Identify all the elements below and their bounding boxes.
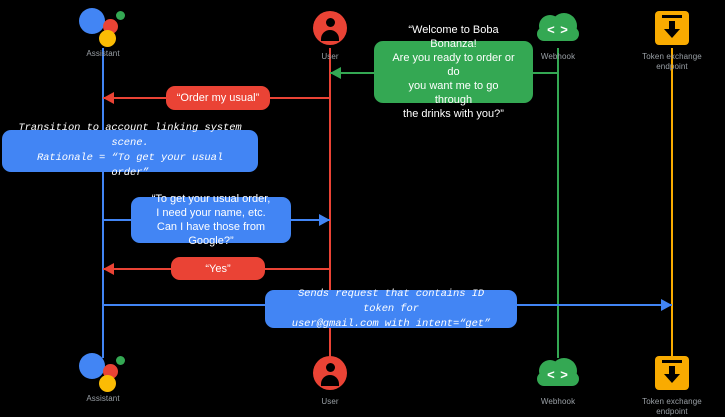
message-order-my-usual-line1: “Order my usual” [176, 92, 260, 104]
note-transition-line2: Rationale = “To get your usual order” [36, 152, 224, 179]
assistant-icon-wrap [43, 4, 163, 47]
actor-label-assistant: Assistant [86, 394, 120, 403]
note-transition-line1: Transition to account linking system sce… [18, 122, 242, 149]
message-welcome-line4: the drinks with you?” [403, 108, 504, 120]
webhook-icon-wrap-bottom: < > [498, 352, 618, 394]
actor-assistant-top: Assistant [43, 4, 163, 59]
lifeline-assistant [102, 48, 104, 358]
assistant-dots-icon [79, 350, 127, 392]
message-need-your-name: “To get your usual order, I need your na… [131, 193, 291, 247]
actor-token-top: Token exchange endpoint [612, 7, 725, 72]
message-need-your-name-line1: “To get your usual order, [151, 193, 271, 205]
arrowhead-right-icon [319, 214, 330, 226]
user-avatar-icon [313, 11, 347, 45]
webhook-icon-wrap: < > [498, 7, 618, 49]
message-welcome-line1: “Welcome to Boba Bonanza! [408, 24, 499, 50]
message-welcome-line2: Are you ready to order or do [392, 52, 515, 78]
assistant-dots-icon [79, 5, 127, 47]
user-icon-wrap-bottom [270, 352, 390, 394]
message-sends-request-line1: Sends request that contains ID token for [297, 287, 485, 315]
token-icon-wrap-bottom [612, 352, 725, 394]
token-icon-wrap [612, 7, 725, 49]
assistant-icon-wrap-bottom [43, 349, 163, 392]
user-avatar-icon [313, 356, 347, 390]
actor-label-user: User [321, 52, 339, 61]
user-icon-wrap [270, 7, 390, 49]
actor-assistant-bottom: Assistant [43, 349, 163, 404]
message-need-your-name-line2: I need your name, etc. [156, 207, 266, 219]
message-yes: “Yes” [171, 257, 265, 280]
actor-token-bottom: Token exchange endpoint [612, 352, 725, 417]
cloud-code-icon: < > [535, 356, 581, 390]
arrowhead-left-icon [103, 92, 114, 104]
actor-user-top: User [270, 7, 390, 62]
actor-label-token-line2: endpoint [656, 62, 688, 71]
arrowhead-right-icon [661, 299, 672, 311]
arrowhead-left-icon [330, 67, 341, 79]
actor-label-assistant: Assistant [86, 49, 120, 58]
actor-webhook-top: < > Webhook [498, 7, 618, 62]
actor-label-webhook: Webhook [540, 397, 576, 406]
message-order-my-usual: “Order my usual” [166, 86, 270, 110]
message-sends-request: Sends request that contains ID token for… [265, 287, 517, 330]
arrowhead-left-icon [103, 263, 114, 275]
actor-webhook-bottom: < > Webhook [498, 352, 618, 407]
actor-label-token-line1: Token exchange [642, 397, 702, 406]
message-need-your-name-line3: Can I have those from Google?” [156, 221, 266, 247]
actor-label-webhook: Webhook [540, 52, 576, 61]
message-yes-line1: “Yes” [205, 262, 231, 275]
download-box-icon [655, 356, 689, 390]
cloud-code-icon: < > [535, 11, 581, 45]
message-sends-request-line2: user@gmail.com with intent=“get” [291, 317, 491, 330]
download-box-icon [655, 11, 689, 45]
lifeline-webhook [557, 48, 559, 358]
actor-user-bottom: User [270, 352, 390, 407]
actor-label-token-line2: endpoint [656, 407, 688, 416]
lifeline-token [671, 48, 673, 358]
actor-label-token-line1: Token exchange [642, 52, 702, 61]
message-welcome: “Welcome to Boba Bonanza! Are you ready … [374, 24, 533, 120]
lifeline-user [329, 48, 331, 358]
note-transition: Transition to account linking system sce… [2, 122, 258, 179]
message-welcome-line3: you want me to go through [408, 80, 499, 106]
actor-label-user: User [321, 397, 339, 406]
